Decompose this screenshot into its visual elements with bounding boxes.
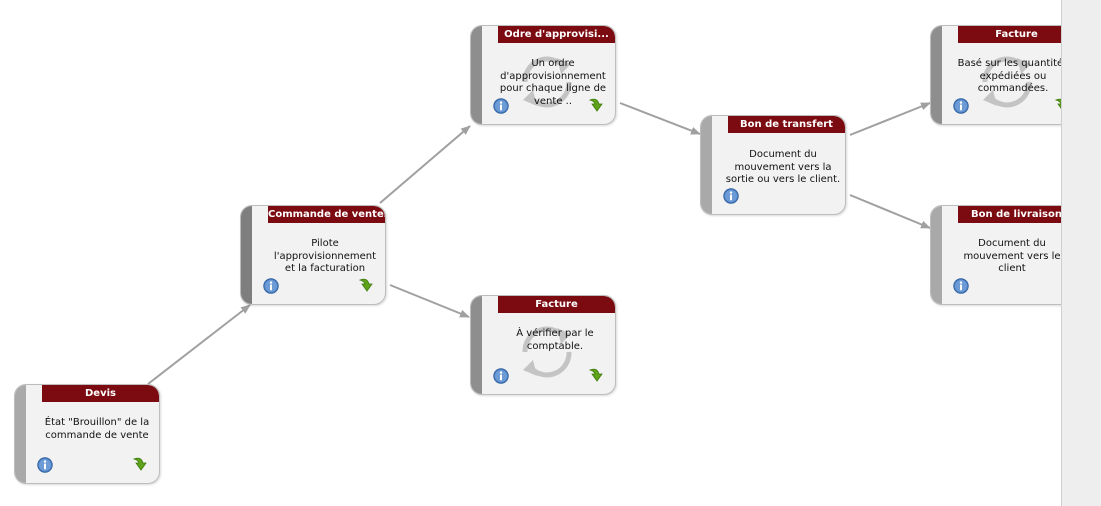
workflow-edges [147,102,931,385]
node-ordre-approvisionnement[interactable]: Odre d'approvisi... Un ordre d'approvisi… [470,25,616,125]
node-stripe [241,206,252,304]
info-icon[interactable] [493,368,509,384]
green-arrow-icon[interactable] [131,455,149,473]
refresh-cycle-icon [522,326,572,378]
green-arrow-icon[interactable] [587,96,605,114]
refresh-cycle-icon [982,56,1032,108]
info-icon[interactable] [263,278,279,294]
node-description: État "Brouillon" de la commande de vente [44,417,150,441]
info-icon[interactable] [37,457,53,473]
workflow-canvas: Devis État "Brouillon" de la commande de… [14,25,1061,484]
info-icon[interactable] [723,188,739,204]
node-title[interactable]: Facture [958,26,1061,43]
node-facture[interactable]: Facture À vérifier par le comptable. [470,295,616,395]
edge-transfert-livraison [849,194,931,229]
green-arrow-icon[interactable] [1053,96,1061,114]
node-facture-finale[interactable]: Facture Basé sur les quantités expédiées… [930,25,1061,125]
node-title[interactable]: Odre d'approvisi... [498,26,615,43]
node-commande-de-ventes[interactable]: Commande de ventes Pilote l'approvisionn… [240,205,386,305]
node-stripe [471,296,482,394]
node-stripe [931,26,942,124]
refresh-cycle-icon [522,56,572,108]
node-stripe [931,206,942,304]
info-icon[interactable] [953,98,969,114]
node-description: À vérifier par le comptable. [516,328,594,352]
node-devis[interactable]: Devis État "Brouillon" de la commande de… [14,384,160,484]
node-stripe [471,26,482,124]
node-description: Document du mouvement vers la sortie ou … [725,149,841,185]
node-description: Pilote l'approvisionnement et la factura… [273,238,377,274]
node-title[interactable]: Commande de ventes [268,206,385,223]
node-title[interactable]: Facture [498,296,615,313]
info-icon[interactable] [953,278,969,294]
edge-transfert-facture [849,102,931,136]
edge-ordre-transfert [619,102,701,135]
node-stripe [701,116,712,214]
edge-commande-ordre [379,125,471,204]
node-description: Document du mouvement vers le client [963,238,1061,274]
node-description: Basé sur les quantités expédiées ou comm… [957,58,1061,94]
node-title[interactable]: Devis [42,385,159,402]
side-panel [1061,0,1101,506]
green-arrow-icon[interactable] [587,366,605,384]
node-title[interactable]: Bon de transfert [728,116,845,133]
node-description: Un ordre d'approvisionnement pour chaque… [499,58,607,107]
edge-devis-commande [147,304,251,385]
node-bon-de-transfert[interactable]: Bon de transfert Document du mouvement v… [700,115,846,215]
green-arrow-icon[interactable] [357,276,375,294]
node-title[interactable]: Bon de livraison [958,206,1061,223]
node-stripe [15,385,26,483]
node-bon-de-livraison[interactable]: Bon de livraison Document du mouvement v… [930,205,1061,305]
info-icon[interactable] [493,98,509,114]
edge-commande-facture [389,284,470,318]
